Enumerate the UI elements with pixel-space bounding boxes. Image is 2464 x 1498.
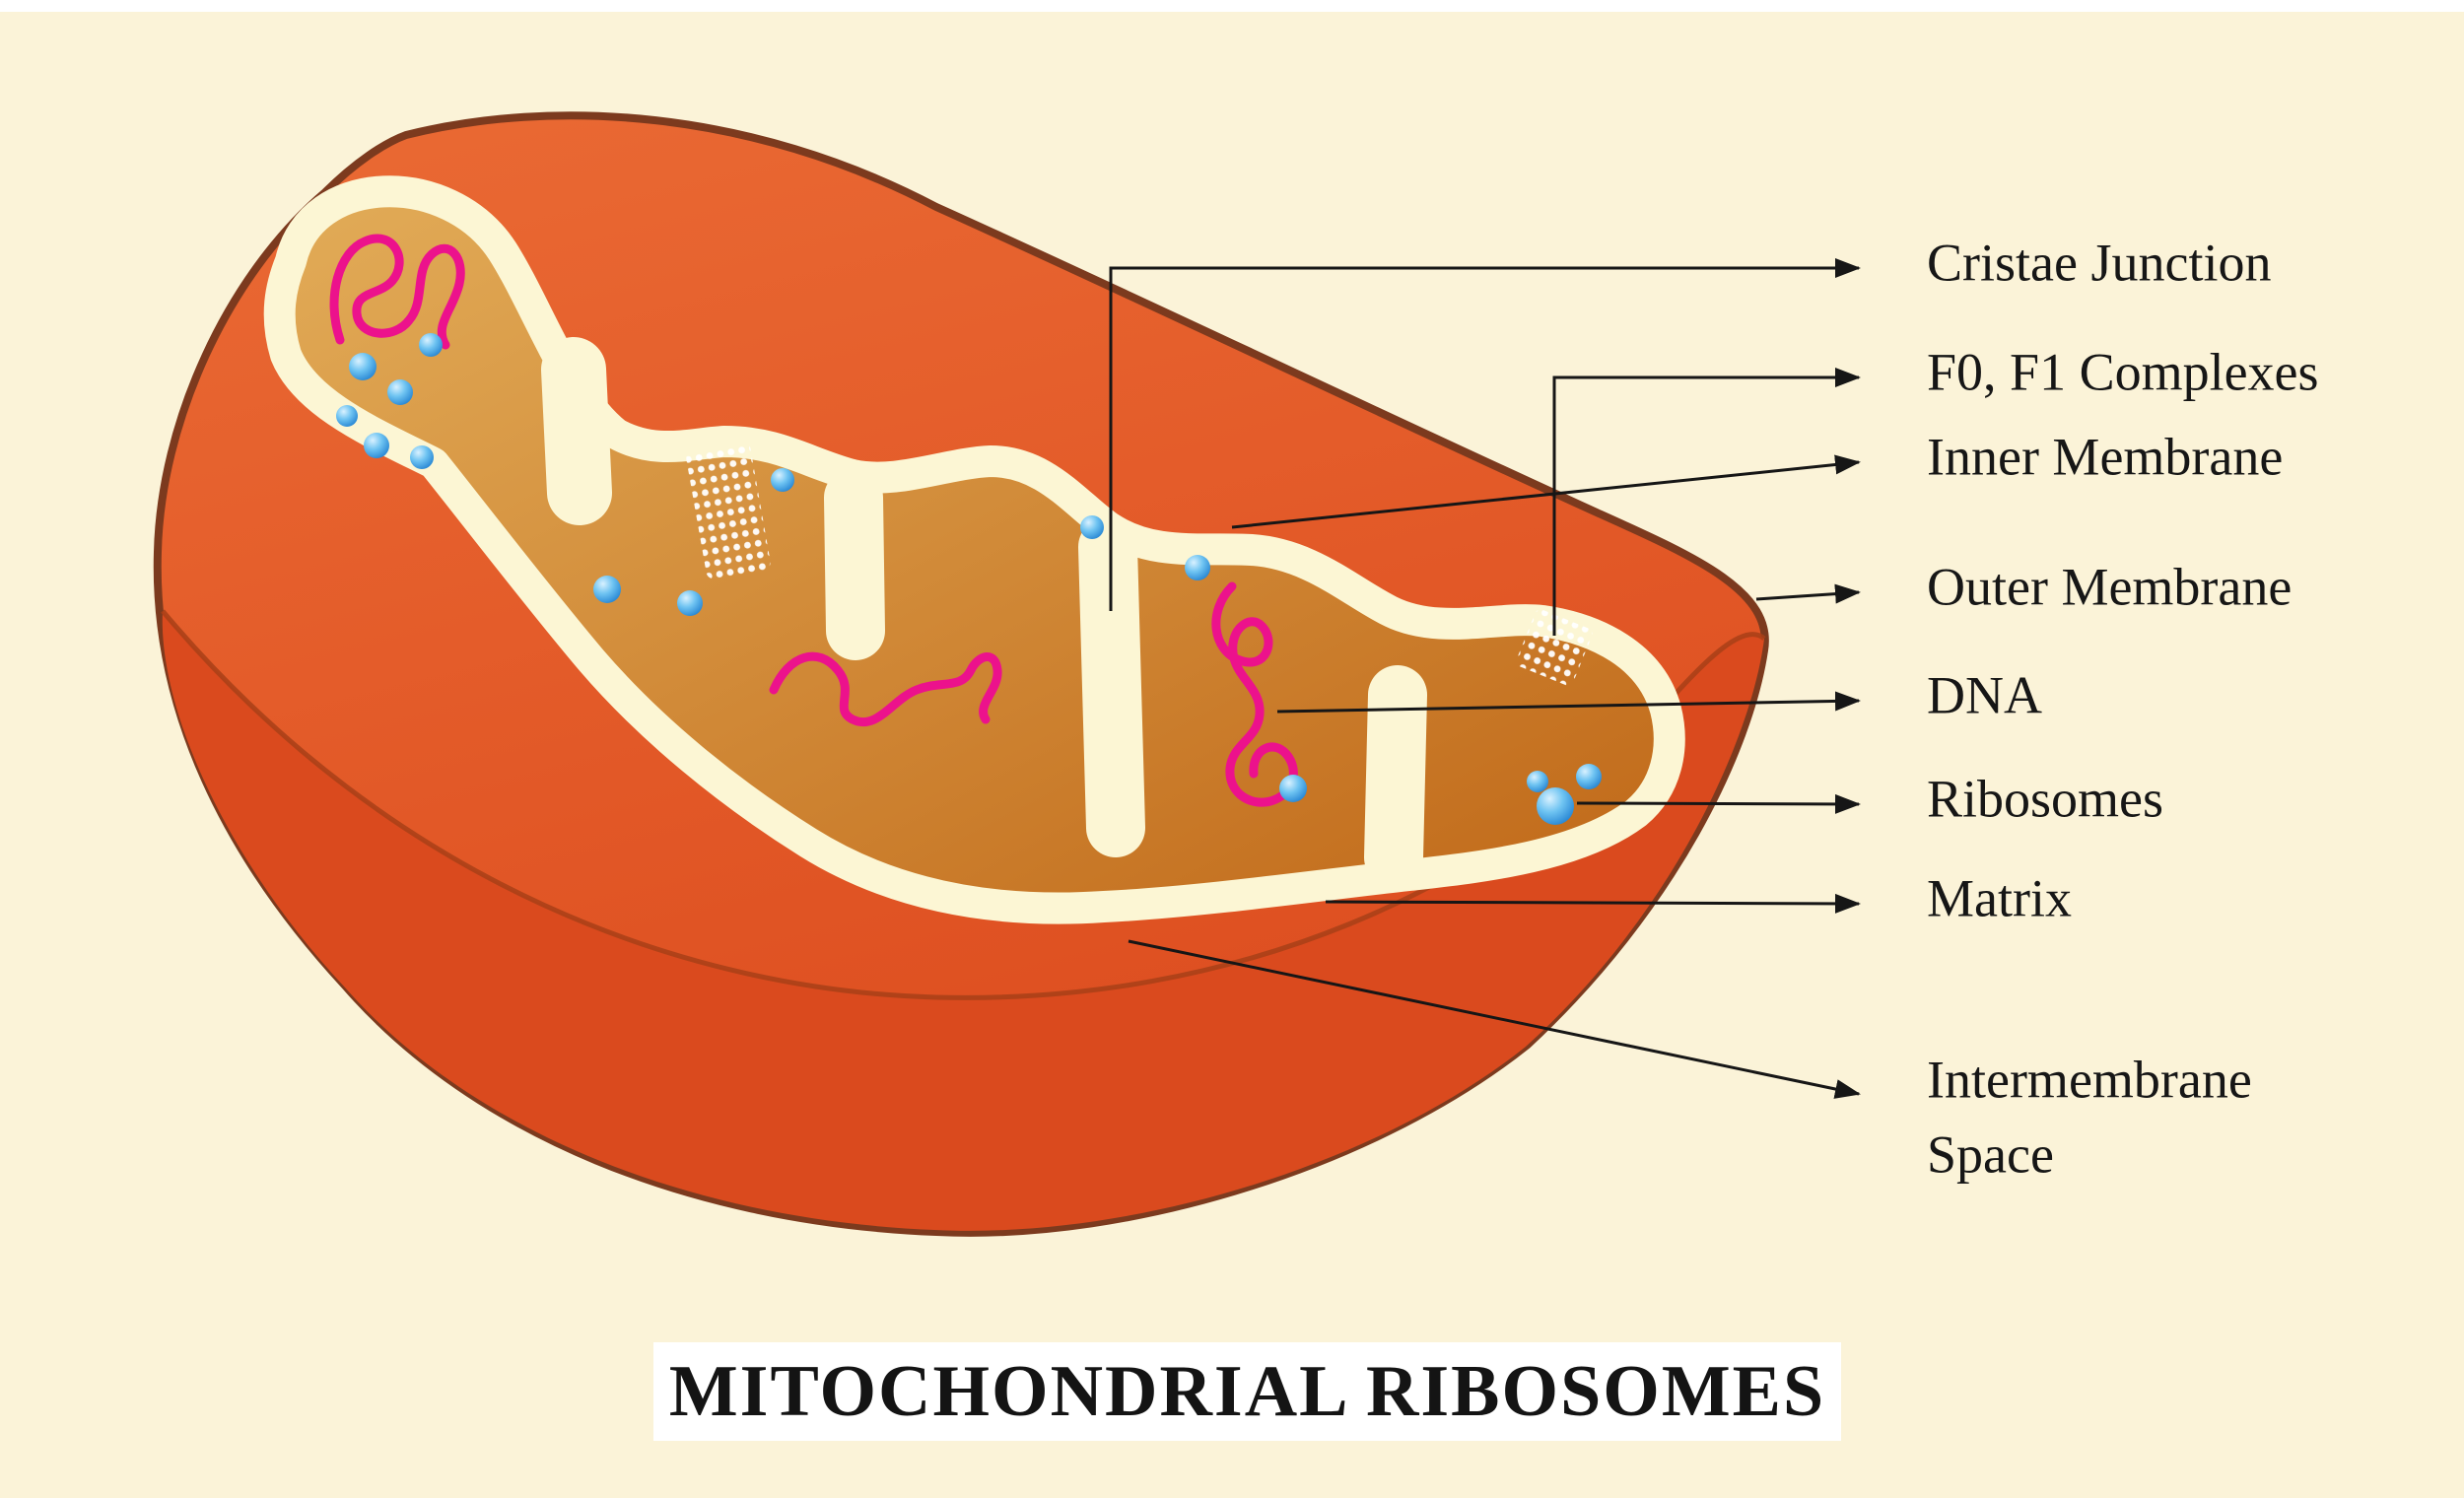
dna-squiggle-head xyxy=(329,234,465,350)
leader-line-dna xyxy=(1276,691,1861,714)
ribosome-dot xyxy=(677,590,703,616)
crista-fold-1 xyxy=(541,337,612,525)
ribosome-dot xyxy=(349,353,376,380)
crista-fold-3 xyxy=(1078,517,1145,857)
ribosome-dot xyxy=(1185,555,1210,580)
ribosome-dot xyxy=(336,405,358,427)
ribosome-dot xyxy=(410,445,434,469)
label-ribosomes: Ribosomes xyxy=(1927,769,2163,828)
title-box: MITOCHONDRIAL RIBOSOMES xyxy=(653,1342,1841,1441)
label-intermembrane-space-line2: Space xyxy=(1927,1124,2054,1184)
crista-fold-4 xyxy=(1364,665,1427,887)
ribosome-dot xyxy=(771,468,794,492)
ribosome-dot xyxy=(1080,515,1104,539)
matrix-shape xyxy=(263,175,1685,924)
label-inner-membrane: Inner Membrane xyxy=(1927,427,2283,486)
ribosome-dot xyxy=(593,576,621,603)
crista-fold-2 xyxy=(824,468,885,660)
leader-line-matrix xyxy=(1325,893,1861,914)
ribosome-dot xyxy=(1576,764,1602,789)
leader-line-ribosomes xyxy=(1576,793,1861,814)
ribosome-dot xyxy=(1527,771,1548,792)
leader-line-intermembrane-space xyxy=(1128,939,1861,1099)
label-intermembrane-space-line1: Intermembrane xyxy=(1927,1050,2252,1109)
ribosome-dot xyxy=(364,433,389,458)
ribosome-dots xyxy=(336,333,1602,825)
f0f1-complex-grid-1 xyxy=(686,442,771,579)
leader-line-inner-membrane xyxy=(1231,454,1861,529)
dna-squiggle-middle xyxy=(769,651,1002,726)
label-matrix: Matrix xyxy=(1927,868,2072,927)
dna-squiggle-right xyxy=(1211,581,1298,807)
label-f0f1-complexes: F0, F1 Complexes xyxy=(1927,342,2319,401)
ribosome-dot xyxy=(419,333,443,357)
outer-membrane-lower-lip xyxy=(162,611,1765,1231)
leader-line-outer-membrane xyxy=(1755,583,1861,604)
f0f1-complex-grid-2 xyxy=(1516,609,1593,686)
leader-line-cristae-junction xyxy=(1109,258,1861,611)
ribosome-dot xyxy=(1279,775,1307,802)
ribosome-dot xyxy=(1537,787,1574,825)
ribosome-dot xyxy=(387,379,413,405)
leader-line-f0f1-complexes xyxy=(1552,368,1861,636)
top-strip xyxy=(0,0,2464,12)
label-outer-membrane: Outer Membrane xyxy=(1927,557,2292,616)
label-cristae-junction: Cristae Junction xyxy=(1927,233,2271,292)
label-dna: DNA xyxy=(1927,665,2042,724)
page-title: MITOCHONDRIAL RIBOSOMES xyxy=(668,1350,1826,1432)
